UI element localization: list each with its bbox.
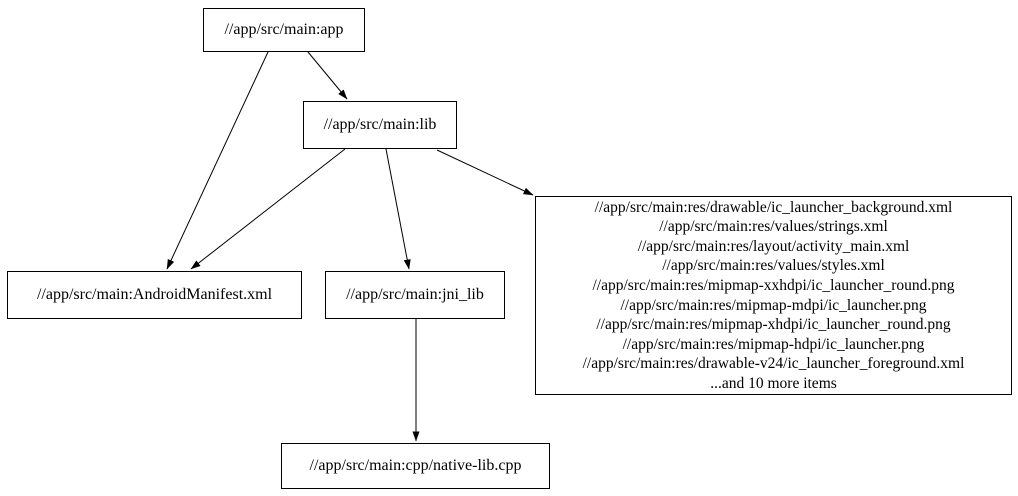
- edge-lib-to-resources: [436, 149, 534, 196]
- resource-item: //app/src/main:res/layout/activity_main.…: [637, 237, 910, 255]
- resource-item: //app/src/main:res/mipmap-xhdpi/ic_launc…: [596, 316, 951, 334]
- edge-lib-to-jni_lib: [385, 148, 411, 270]
- resource-more-items: ...and 10 more items: [710, 374, 837, 392]
- graph-node-app-label: //app/src/main:app: [224, 21, 344, 39]
- edge-lib-to-android_manifest: [190, 148, 346, 270]
- resource-item: //app/src/main:res/drawable/ic_launcher_…: [594, 198, 953, 216]
- graph-node-jni-lib-label: //app/src/main:jni_lib: [346, 286, 484, 304]
- resource-item: //app/src/main:res/values/strings.xml: [659, 218, 888, 236]
- graph-node-resources: //app/src/main:res/drawable/ic_launcher_…: [535, 196, 1012, 395]
- graph-node-lib: //app/src/main:lib: [303, 101, 457, 149]
- edge-app-to-lib: [307, 51, 348, 100]
- graph-node-native-lib-cpp: //app/src/main:cpp/native-lib.cpp: [281, 443, 550, 489]
- resource-item: //app/src/main:res/mipmap-hdpi/ic_launch…: [622, 335, 925, 353]
- graph-node-android-manifest: //app/src/main:AndroidManifest.xml: [7, 271, 302, 319]
- edge-app-to-android_manifest: [166, 51, 269, 270]
- graph-node-native-lib-cpp-label: //app/src/main:cpp/native-lib.cpp: [309, 457, 522, 475]
- resource-item: //app/src/main:res/mipmap-mdpi/ic_launch…: [620, 296, 927, 314]
- graph-node-android-manifest-label: //app/src/main:AndroidManifest.xml: [36, 286, 273, 304]
- graph-node-app: //app/src/main:app: [203, 8, 365, 52]
- resource-item: //app/src/main:res/values/styles.xml: [662, 257, 885, 275]
- resource-item: //app/src/main:res/drawable-v24/ic_launc…: [582, 355, 965, 373]
- graph-node-jni-lib: //app/src/main:jni_lib: [325, 271, 505, 319]
- resource-item: //app/src/main:res/mipmap-xxhdpi/ic_laun…: [592, 276, 955, 294]
- graph-node-lib-label: //app/src/main:lib: [323, 116, 437, 134]
